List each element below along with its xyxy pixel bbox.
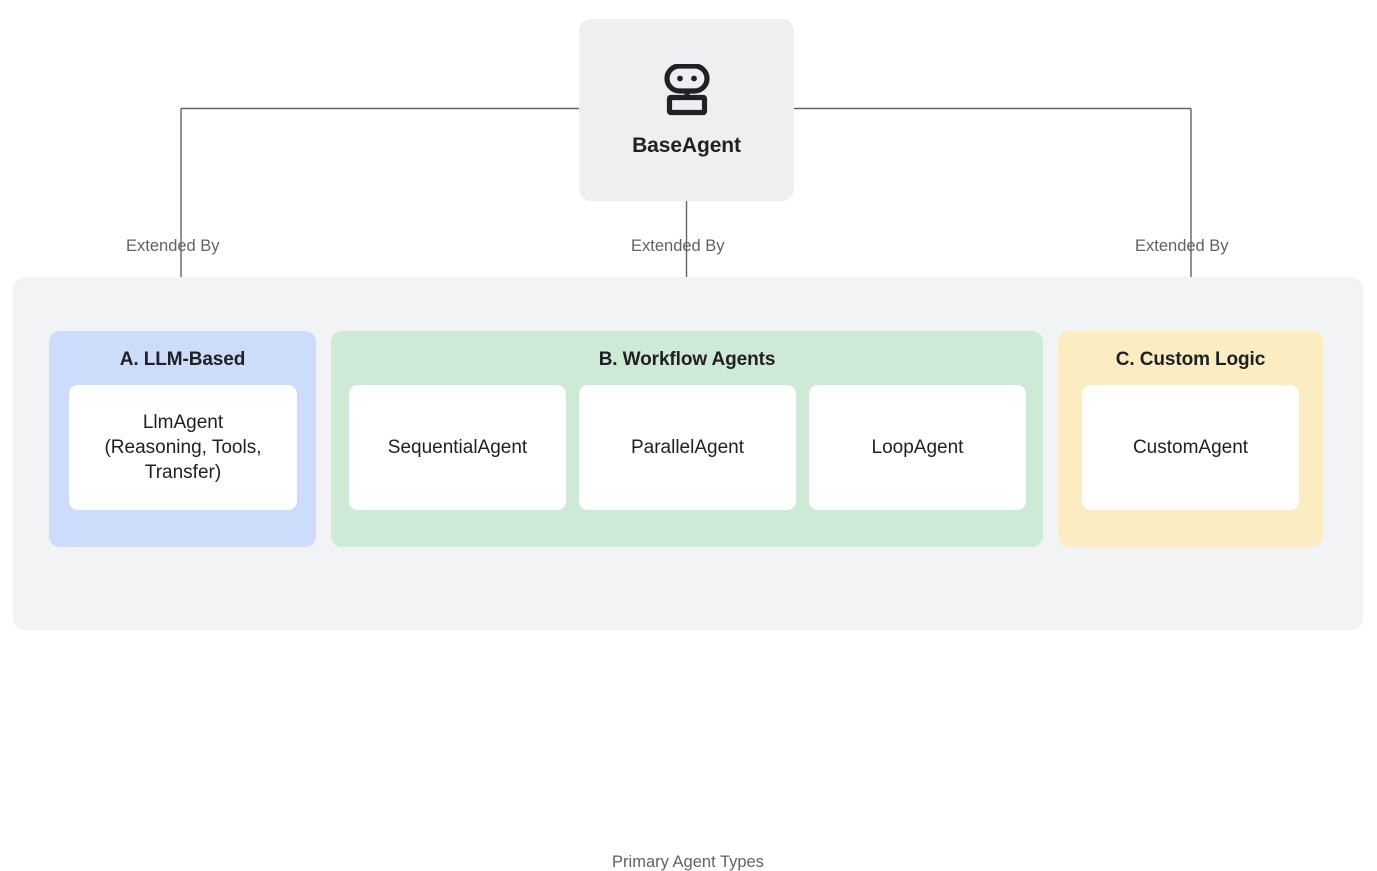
agent-hierarchy-diagram: BaseAgent Extended By Extended By Extend… [13,19,1363,870]
node-sequential-agent[interactable]: SequentialAgent [349,385,566,510]
category-workflow-agents[interactable]: B. Workflow Agents SequentialAgent Paral… [331,331,1043,547]
category-title-llm-based: A. LLM-Based [119,349,246,370]
edge-label-workflow-agents: Extended By [631,237,725,255]
node-custom-agent[interactable]: CustomAgent [1082,385,1299,510]
robot-icon [663,63,710,121]
edge-label-llm-based: Extended By [126,237,220,255]
base-agent-label: BaseAgent [632,134,741,157]
category-title-workflow-agents: B. Workflow Agents [598,349,776,370]
category-title-custom-logic: C. Custom Logic [1115,349,1266,370]
node-loop-agent[interactable]: LoopAgent [809,385,1026,510]
edge-label-custom-logic: Extended By [1135,237,1229,255]
node-llm-agent[interactable]: LlmAgent(Reasoning, Tools,Transfer) [69,385,297,510]
category-llm-based[interactable]: A. LLM-Based LlmAgent(Reasoning, Tools,T… [49,331,316,547]
node-parallel-agent[interactable]: ParallelAgent [579,385,796,510]
group-caption: Primary Agent Types [612,853,764,871]
node-base-agent[interactable]: BaseAgent [579,19,794,201]
category-custom-logic[interactable]: C. Custom Logic CustomAgent [1058,331,1323,547]
